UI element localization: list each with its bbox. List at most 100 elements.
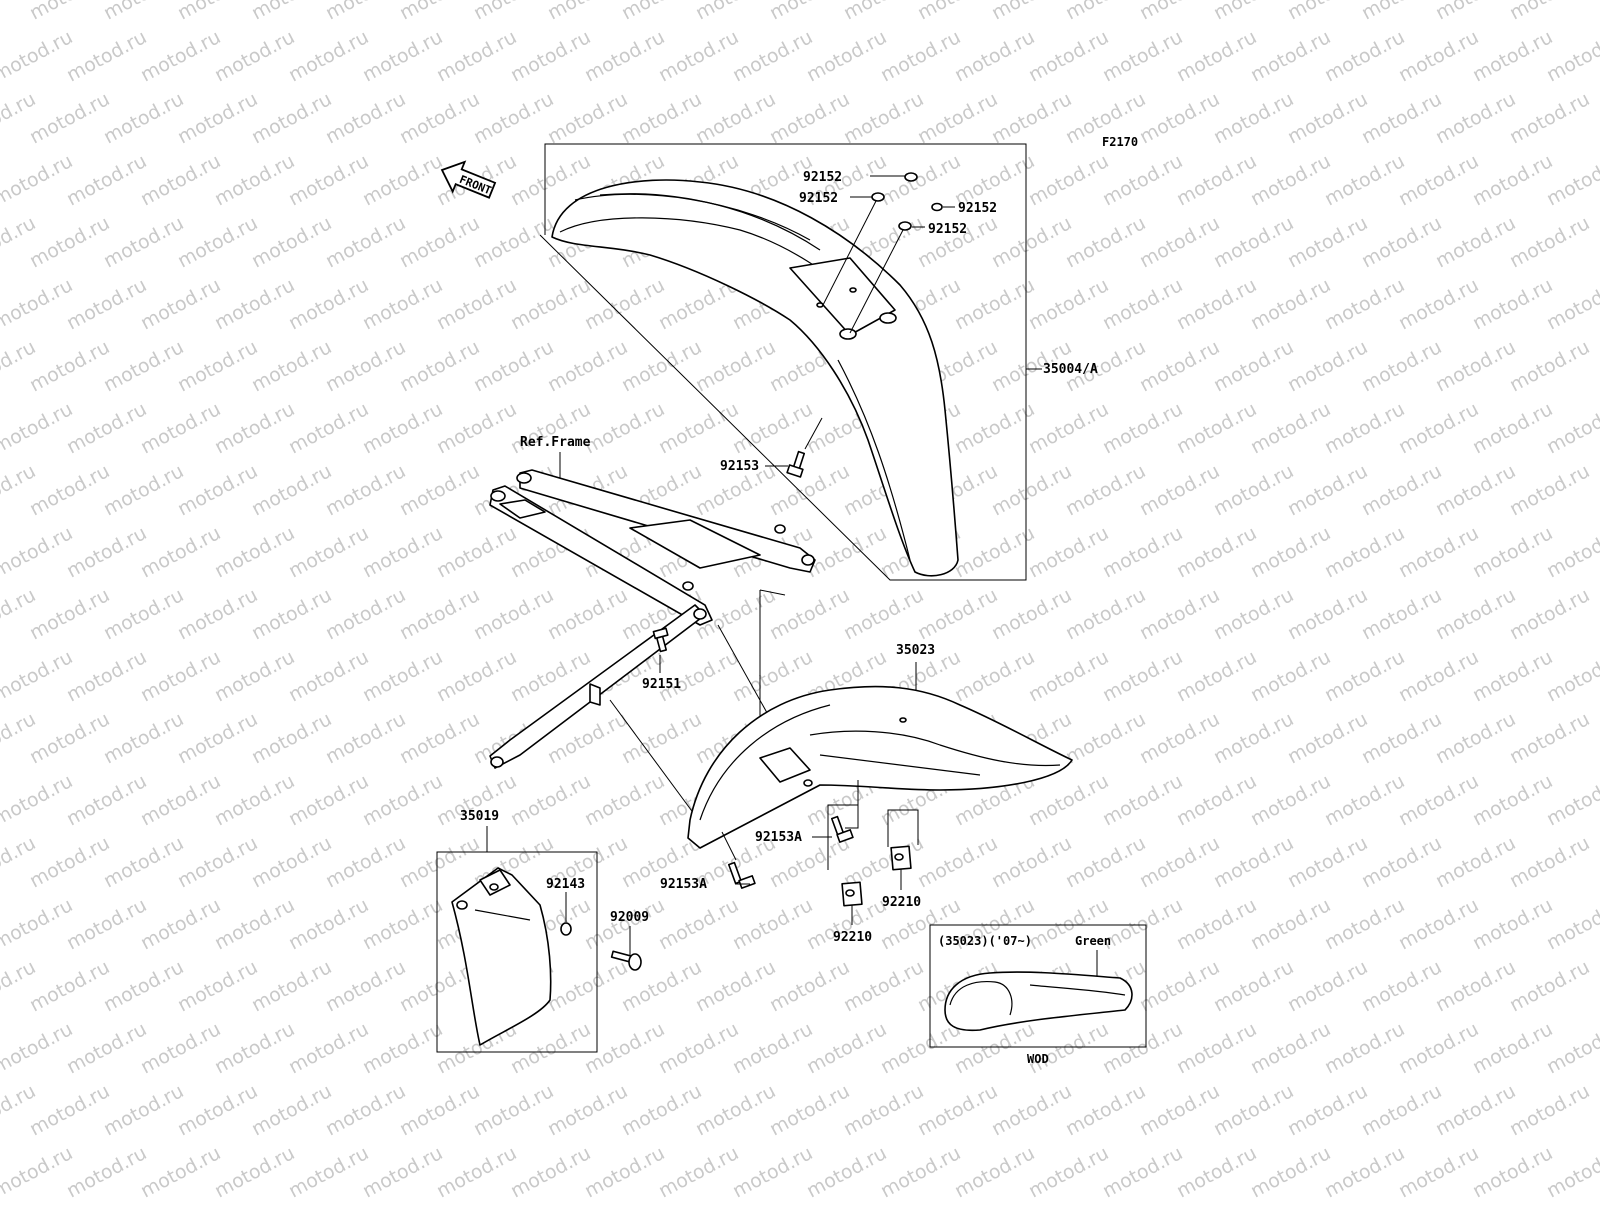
watermark-text: motod.ru	[1173, 26, 1260, 86]
watermark-text: motod.ru	[1099, 646, 1186, 706]
watermark-text: motod.ru	[729, 26, 816, 86]
washer-icon	[871, 172, 943, 231]
watermark-text: motod.ru	[1506, 1080, 1593, 1140]
watermark-text: motod.ru	[1469, 26, 1556, 86]
watermark-text: motod.ru	[63, 894, 150, 954]
watermark-text: motod.ru	[1506, 0, 1593, 24]
watermark-text: motod.ru	[1543, 26, 1600, 86]
callout-bolt-front: 92153	[720, 459, 759, 474]
watermark-text: motod.ru	[470, 212, 557, 272]
watermark-text: motod.ru	[1395, 1018, 1482, 1078]
watermark-text: motod.ru	[0, 646, 76, 706]
watermark-text: motod.ru	[433, 522, 520, 582]
watermark-text: motod.ru	[1432, 336, 1519, 396]
watermark-text: motod.ru	[26, 88, 113, 148]
watermark-text: motod.ru	[433, 26, 520, 86]
watermark-text: motod.ru	[0, 150, 76, 210]
watermark-text: motod.ru	[1321, 770, 1408, 830]
watermark-text: motod.ru	[359, 522, 446, 582]
watermark-text: motod.ru	[1543, 522, 1600, 582]
watermark-text: motod.ru	[1247, 1142, 1334, 1200]
watermark-text: motod.ru	[618, 0, 705, 24]
watermark-text: motod.ru	[1284, 584, 1371, 644]
watermark-text: motod.ru	[174, 1080, 261, 1140]
watermark-text: motod.ru	[1506, 832, 1593, 892]
watermark-text: motod.ru	[1025, 1142, 1112, 1200]
watermark-text: motod.ru	[137, 398, 224, 458]
callout-bolt-frame: 92151	[642, 677, 681, 692]
watermark-text: motod.ru	[137, 1018, 224, 1078]
watermark-text: motod.ru	[1173, 150, 1260, 210]
watermark-text: motod.ru	[285, 894, 372, 954]
watermark-text: motod.ru	[248, 708, 335, 768]
watermark-text: motod.ru	[1432, 460, 1519, 520]
watermark-text: motod.ru	[1099, 522, 1186, 582]
watermark-text: motod.ru	[211, 1142, 298, 1200]
watermark-text: motod.ru	[766, 460, 853, 520]
watermark-text: motod.ru	[433, 274, 520, 334]
watermark-text: motod.ru	[1284, 832, 1371, 892]
watermark-text: motod.ru	[1247, 646, 1334, 706]
watermark-text: motod.ru	[1062, 1080, 1149, 1140]
watermark-text: motod.ru	[100, 460, 187, 520]
watermark-text: motod.ru	[1173, 522, 1260, 582]
callout-washer-3: 92152	[958, 201, 997, 216]
watermark-text: motod.ru	[544, 88, 631, 148]
watermark-text: motod.ru	[285, 646, 372, 706]
watermark-text: motod.ru	[1099, 1142, 1186, 1200]
watermark-text: motod.ru	[1099, 150, 1186, 210]
callout-washer-flap: 92143	[546, 877, 585, 892]
watermark-text: motod.ru	[1247, 1018, 1334, 1078]
watermark-text: motod.ru	[248, 336, 335, 396]
watermark-text: motod.ru	[0, 26, 76, 86]
watermark-text: motod.ru	[26, 956, 113, 1016]
watermark-text: motod.ru	[396, 584, 483, 644]
watermark-text: motod.ru	[1210, 0, 1297, 24]
watermark-text: motod.ru	[1432, 708, 1519, 768]
watermark-text: motod.ru	[1506, 956, 1593, 1016]
watermark-text: motod.ru	[1395, 646, 1482, 706]
watermark-text: motod.ru	[100, 0, 187, 24]
watermark-text: motod.ru	[0, 274, 76, 334]
watermark-text: motod.ru	[877, 1142, 964, 1200]
watermark-text: motod.ru	[507, 26, 594, 86]
watermark-text: motod.ru	[359, 646, 446, 706]
watermark-text: motod.ru	[951, 1142, 1038, 1200]
callout-bolt-flap: 92009	[610, 910, 649, 925]
watermark-text: motod.ru	[359, 894, 446, 954]
front-fender	[551, 179, 959, 577]
watermark-text: motod.ru	[840, 584, 927, 644]
watermark-text: motod.ru	[285, 150, 372, 210]
bolt-icon	[786, 450, 806, 478]
watermark-text: motod.ru	[1506, 708, 1593, 768]
watermark-text: motod.ru	[470, 88, 557, 148]
watermark-text: motod.ru	[1432, 1080, 1519, 1140]
clip-nut-icon	[841, 845, 912, 907]
watermark-text: motod.ru	[803, 1142, 890, 1200]
leader-line	[822, 200, 877, 306]
watermark-text: motod.ru	[581, 1018, 668, 1078]
watermark-text: motod.ru	[1210, 584, 1297, 644]
watermark-text: motod.ru	[1506, 212, 1593, 272]
watermark-text: motod.ru	[248, 460, 335, 520]
watermark-text: motod.ru	[1062, 832, 1149, 892]
watermark-text: motod.ru	[1136, 336, 1223, 396]
watermark-text: motod.ru	[63, 1142, 150, 1200]
watermark-text: motod.ru	[285, 398, 372, 458]
watermark-text: motod.ru	[914, 584, 1001, 644]
watermark-text: motod.ru	[544, 336, 631, 396]
watermark-text: motod.ru	[914, 832, 1001, 892]
watermark-text: motod.ru	[100, 336, 187, 396]
watermark-text: motod.ru	[1358, 956, 1445, 1016]
watermark-text: motod.ru	[1321, 646, 1408, 706]
watermark-text: motod.ru	[1173, 646, 1260, 706]
callout-nut-2: 92210	[882, 895, 921, 910]
watermark-text: motod.ru	[1432, 584, 1519, 644]
watermark-text: motod.ru	[137, 150, 224, 210]
watermark-text: motod.ru	[1284, 460, 1371, 520]
watermark-text: motod.ru	[1062, 212, 1149, 272]
watermark-text: motod.ru	[1247, 150, 1334, 210]
watermark-text: motod.ru	[137, 26, 224, 86]
watermark-text: motod.ru	[322, 336, 409, 396]
